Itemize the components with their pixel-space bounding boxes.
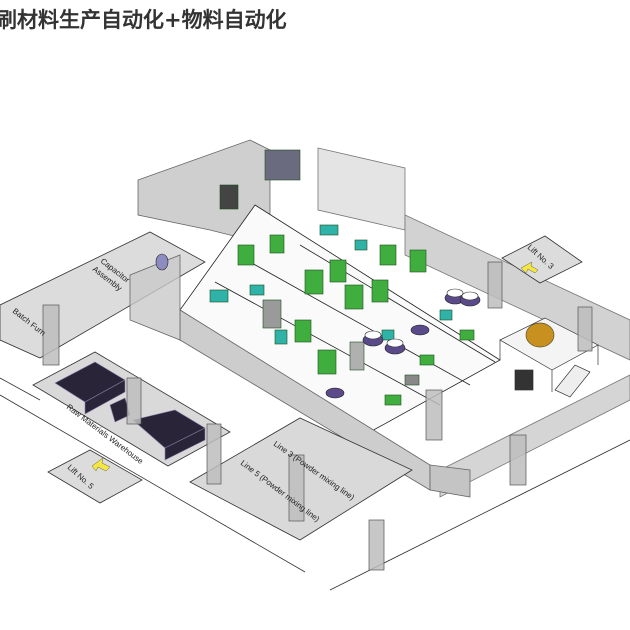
lift-3-arrow-icon [520, 261, 539, 274]
lift-5-arrow-icon [91, 457, 111, 472]
lift-5-floor [47, 449, 143, 504]
lift-3-floor [501, 235, 583, 284]
front-wall-corner [429, 464, 471, 498]
production-machines [209, 149, 475, 406]
pillars [42, 261, 593, 571]
right-back-wall [404, 214, 630, 361]
back-glass-box [317, 147, 406, 231]
mezzanine-platform [499, 317, 599, 398]
machine-lids [364, 288, 479, 348]
page-title: 刷材料生产自动化+物料自动化 [0, 8, 287, 32]
